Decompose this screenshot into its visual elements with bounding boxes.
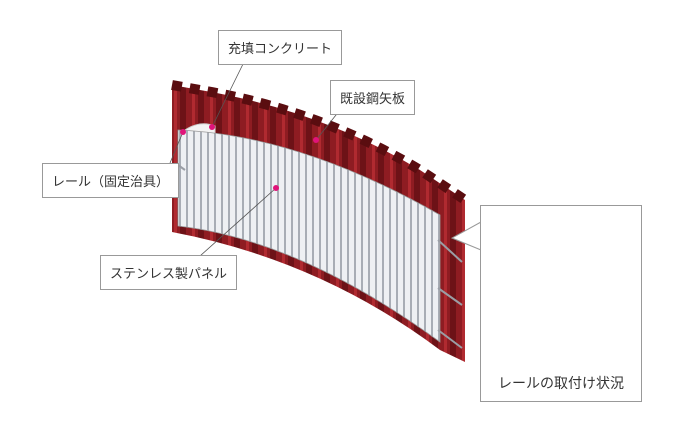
stainless-panel — [177, 129, 441, 343]
label-rail: レール（固定治具） — [42, 163, 180, 198]
inset-caption: レールの取付け状況 — [498, 376, 624, 392]
label-existing-sheet-pile: 既設鋼矢板 — [330, 80, 416, 115]
label-stainless-panel: ステンレス製パネル — [100, 255, 238, 290]
label-filled-concrete: 充填コンクリート — [218, 30, 343, 65]
rail-brackets — [177, 164, 463, 349]
rail-installation-inset: レールの取付け状況 — [480, 205, 642, 402]
